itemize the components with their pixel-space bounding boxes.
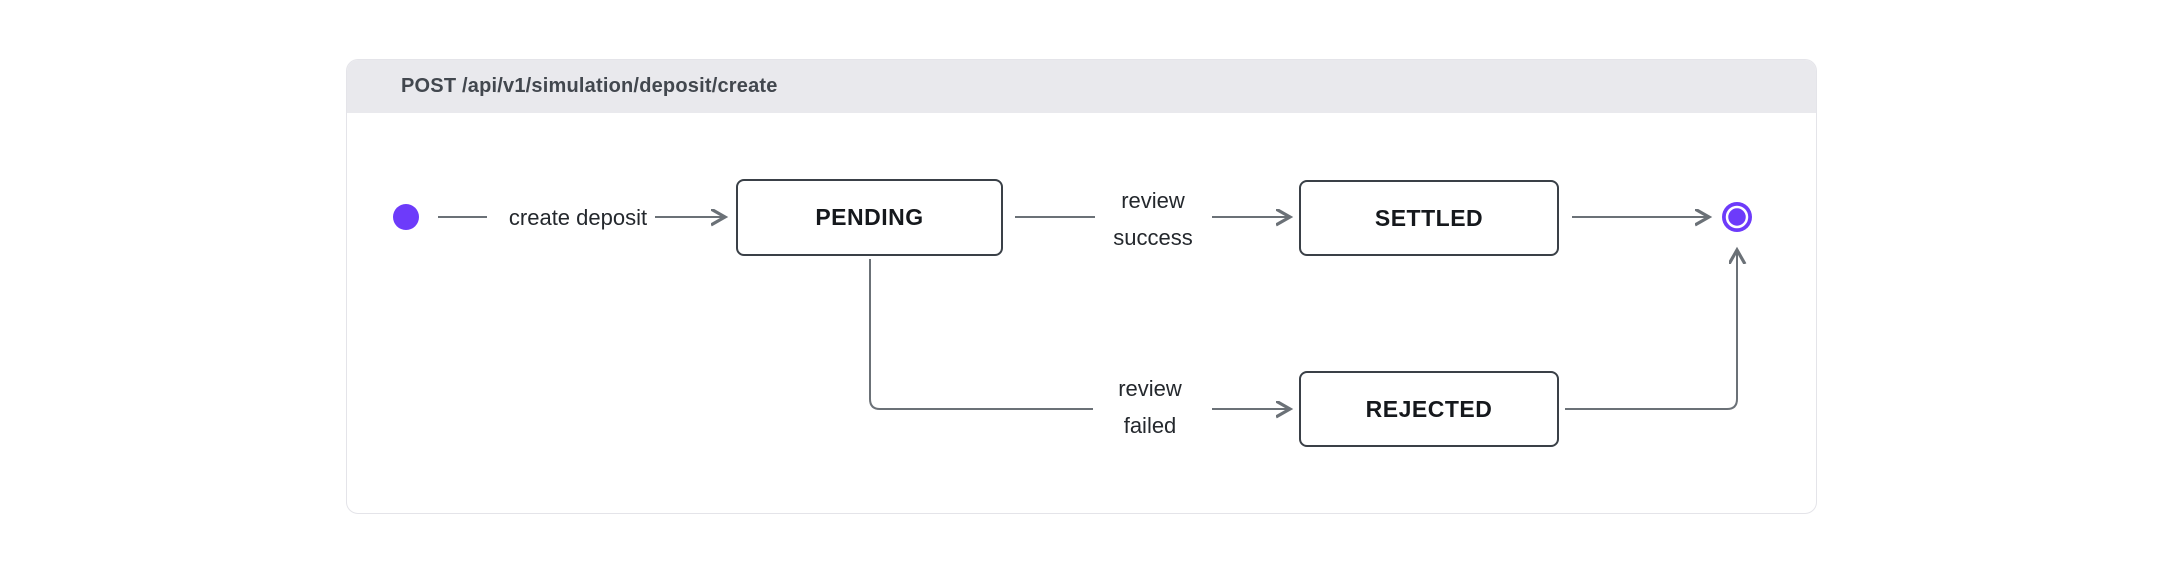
- edge-pending-rejected-segment: [869, 259, 1093, 410]
- state-box-pending: PENDING: [736, 179, 1003, 256]
- state-box-rejected: REJECTED: [1299, 371, 1559, 447]
- end-node-ring-icon: [1725, 205, 1749, 229]
- endpoint-card: POST /api/v1/simulation/deposit/create: [346, 59, 1817, 514]
- edge-label-review-failed: review failed: [1118, 376, 1182, 438]
- edge-label-review-success: review success: [1113, 188, 1193, 250]
- state-label-pending: PENDING: [815, 204, 924, 230]
- diagram-connectors: [393, 202, 1752, 514]
- edge-rejected-end-arrow: [1565, 250, 1737, 410]
- start-node-icon: [393, 204, 419, 230]
- endpoint-header: POST /api/v1/simulation/deposit/create: [347, 60, 1816, 113]
- state-box-settled: SETTLED: [1299, 180, 1559, 256]
- state-label-rejected: REJECTED: [1365, 395, 1493, 422]
- state-label-settled: SETTLED: [1374, 204, 1484, 231]
- state-diagram: PENDING SETTLED REJECTED create deposit …: [347, 113, 1816, 514]
- endpoint-title: POST /api/v1/simulation/deposit/create: [401, 75, 778, 97]
- edge-label-create-deposit: create deposit: [508, 205, 648, 230]
